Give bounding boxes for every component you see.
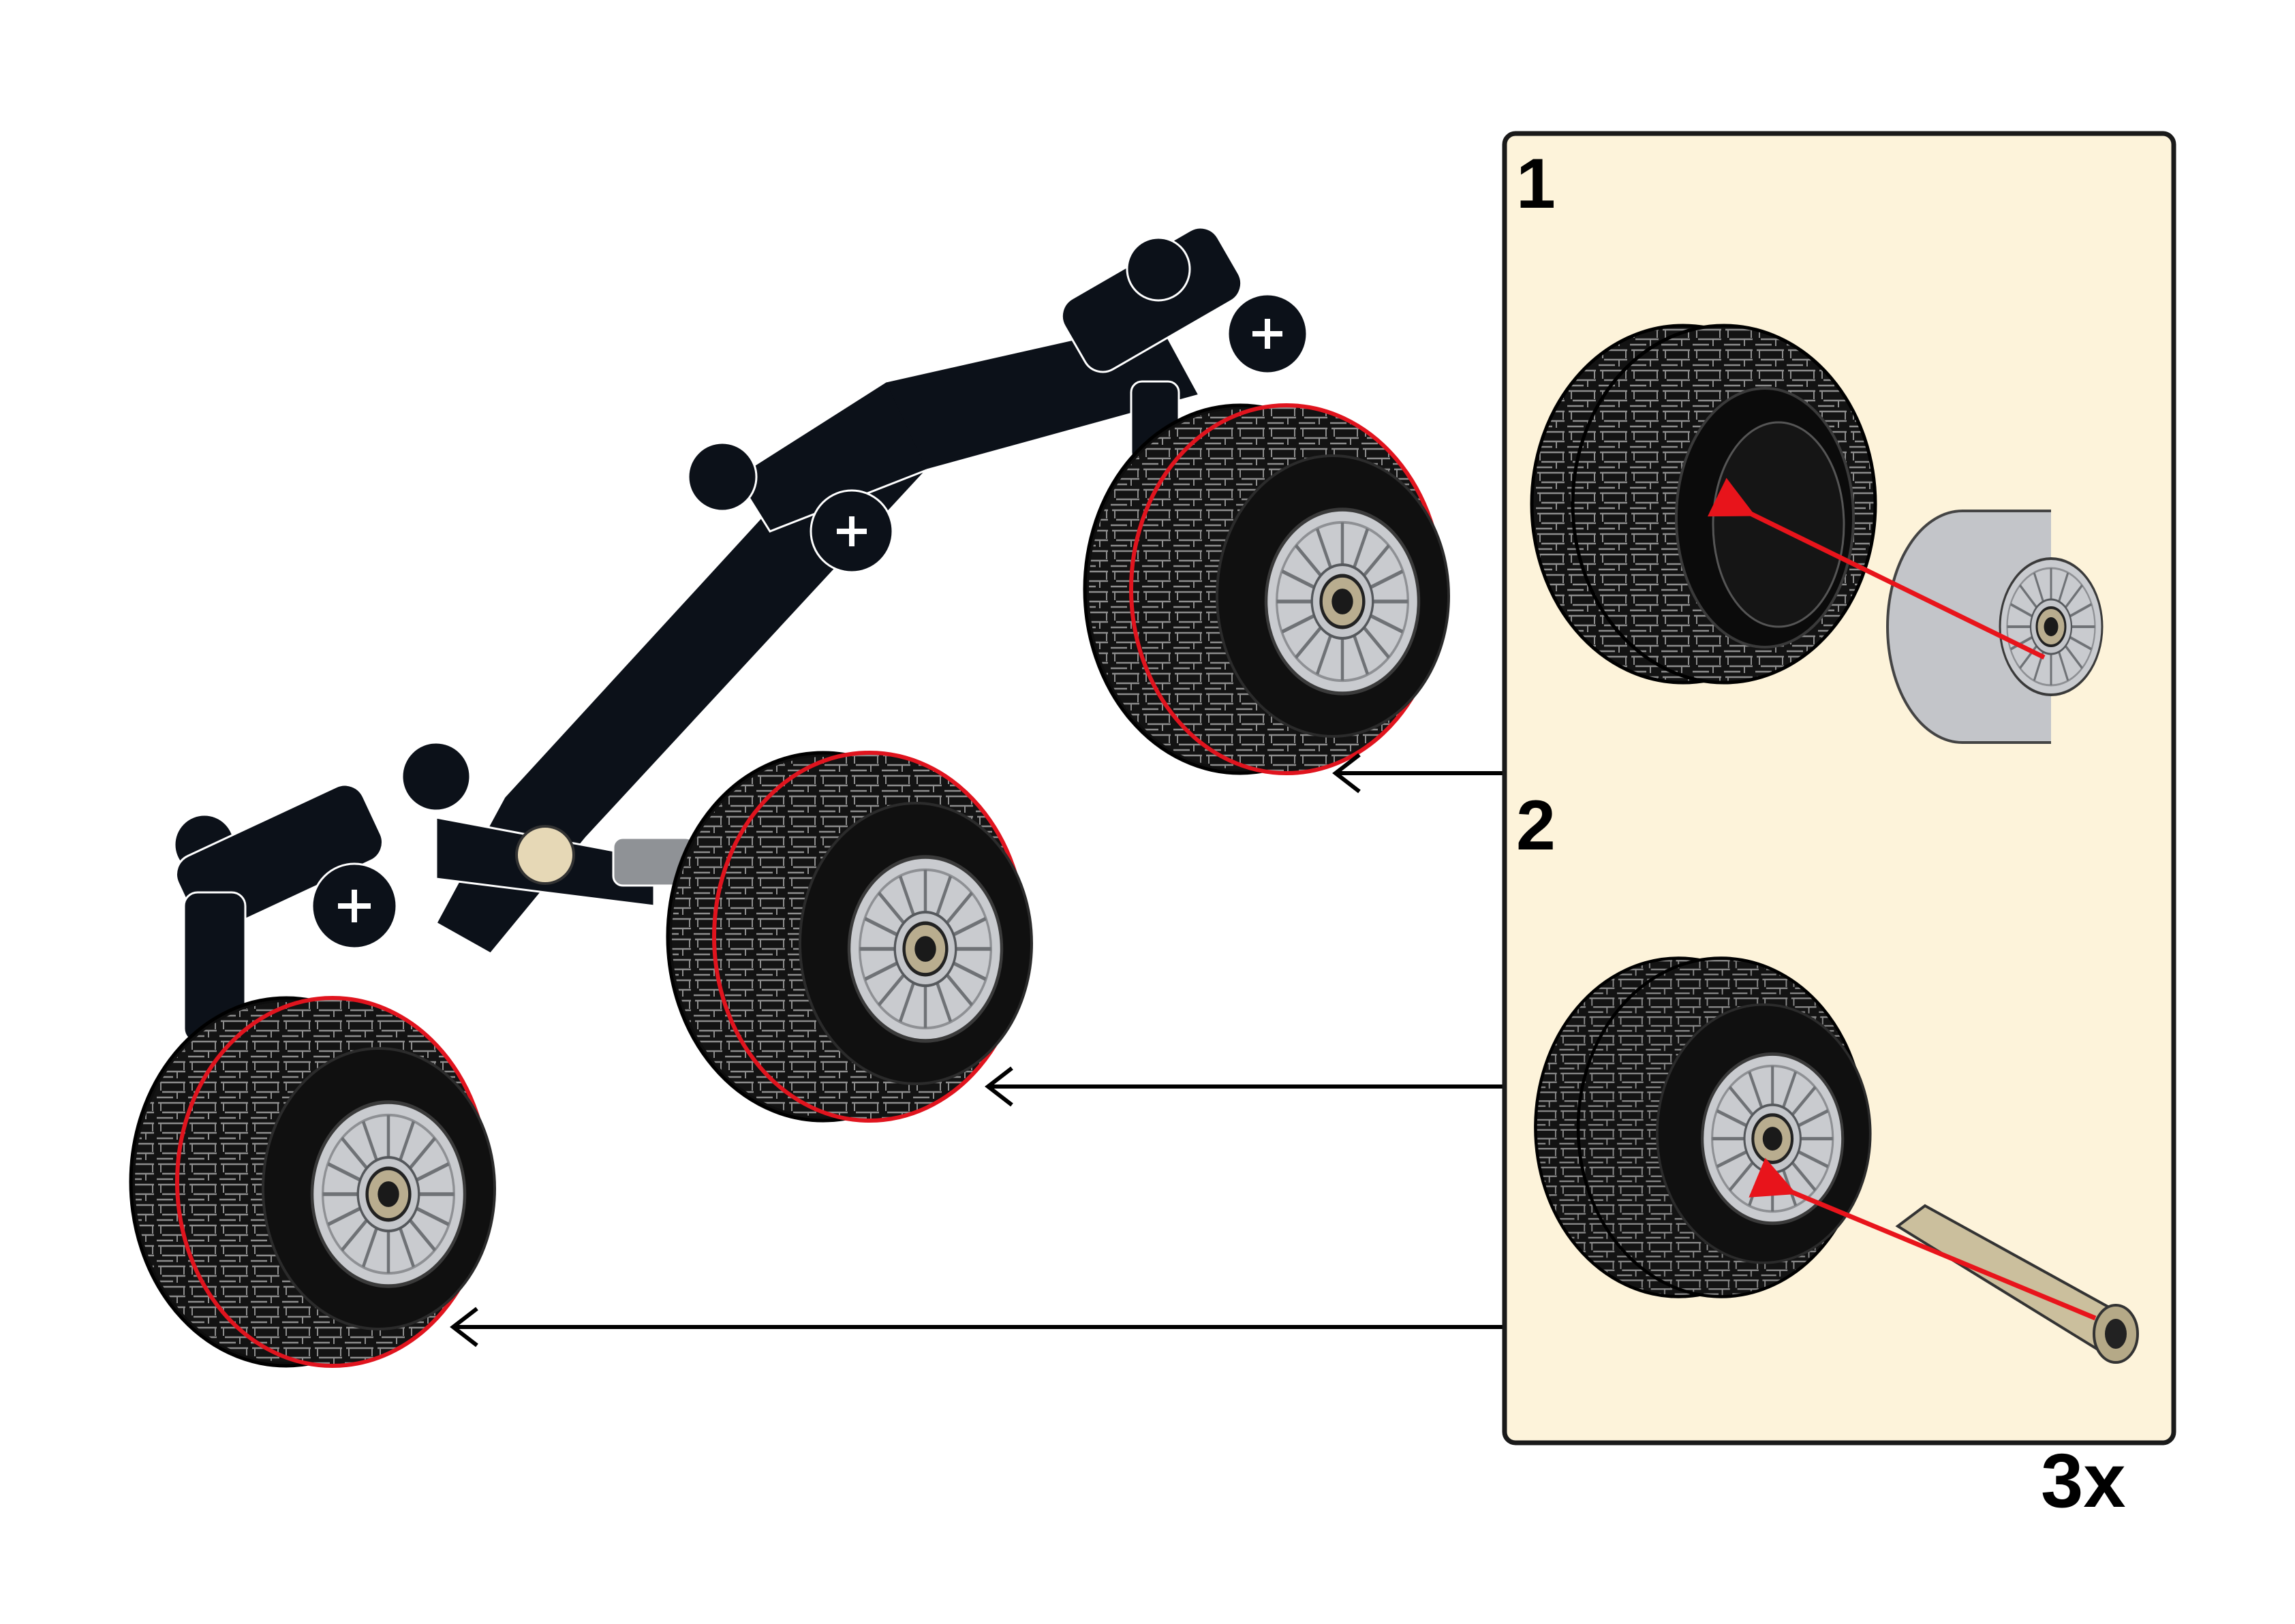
wheel-icon [131,998,495,1366]
step-number-1: 1 [1516,144,1556,223]
step-number-2: 2 [1516,786,1556,865]
tire-icon [1530,324,1877,685]
main-assembly [131,226,1449,1366]
wheel-icon [1085,405,1449,773]
wheel-icon [1534,956,1872,1298]
pointer-arrows [450,753,1507,1347]
callout-box [1502,131,2176,1446]
insert-arrow [1749,1157,2097,1321]
beam-frame-icon [173,226,1308,1044]
step-1-illustration [1530,324,2104,744]
insert-arrow [1707,478,2046,660]
step-2-illustration [1534,956,2139,1364]
axle-pin-icon [1895,1204,2139,1364]
connector-pin-icon [515,825,575,885]
wheel-icon [668,753,1032,1121]
quantity-multiplier: 3x [2041,1438,2126,1523]
